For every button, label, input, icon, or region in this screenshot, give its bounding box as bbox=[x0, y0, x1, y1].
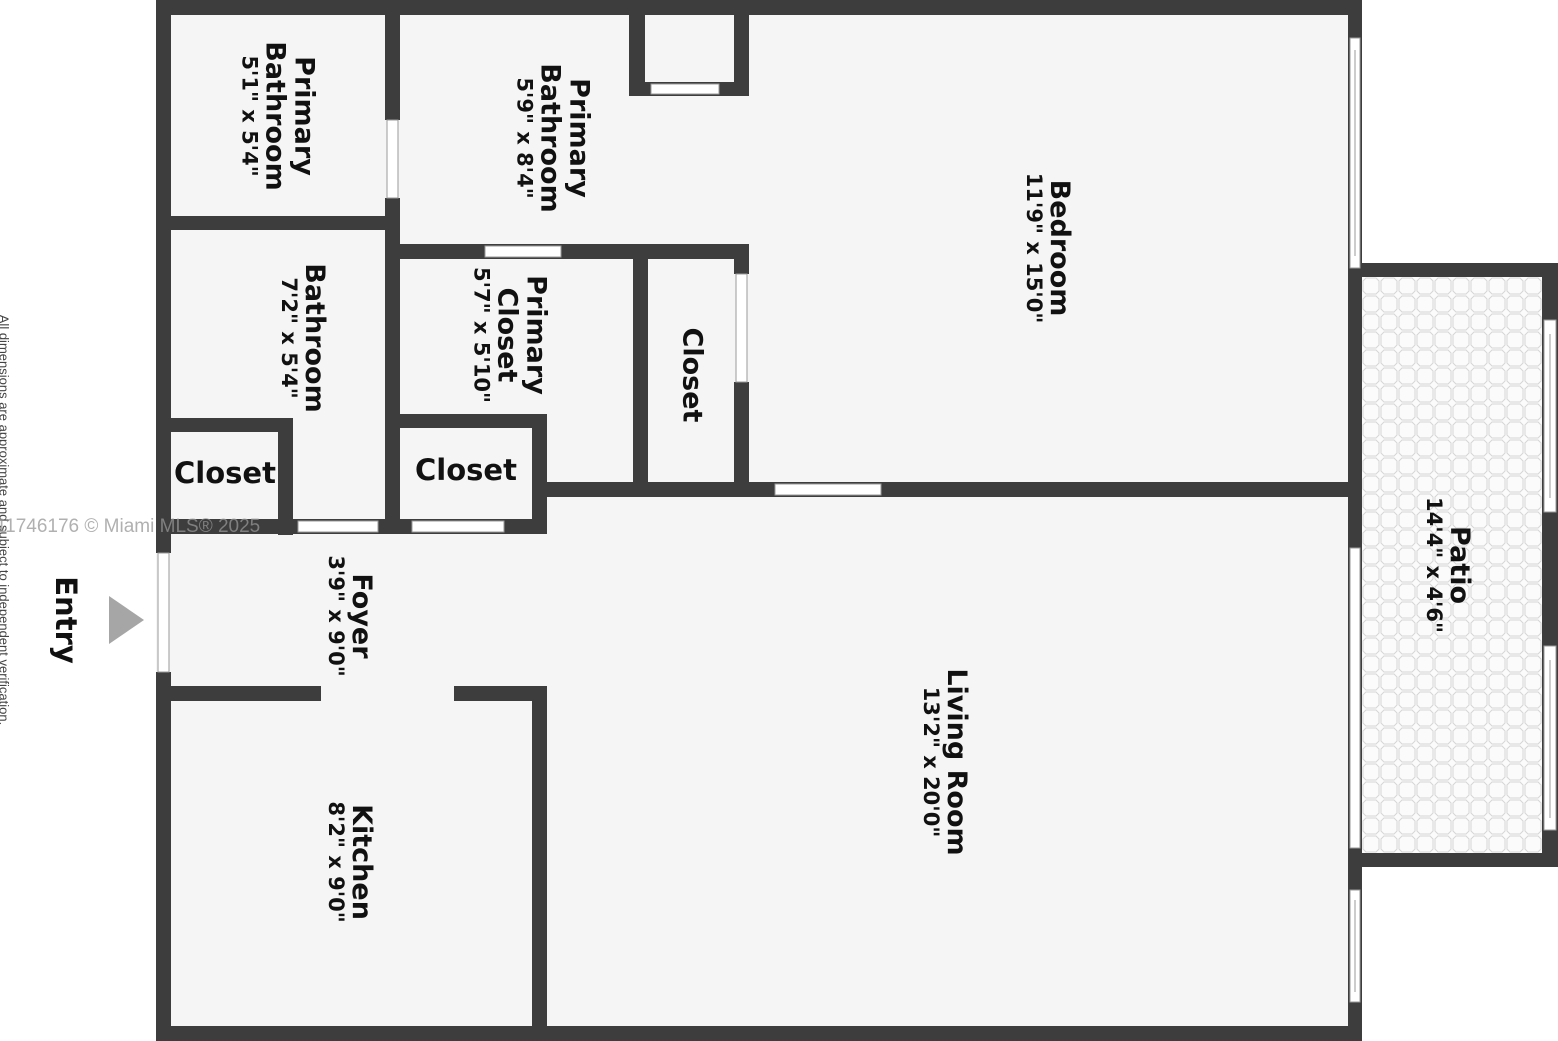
windows bbox=[1349, 37, 1557, 1003]
room-name: Foyer bbox=[345, 573, 377, 659]
room-dims: 8'2" x 9'0" bbox=[323, 801, 348, 923]
room-name: Bedroom bbox=[1043, 179, 1075, 317]
room-label-kitchen: Kitchen 8'2" x 9'0" bbox=[323, 801, 377, 923]
room-dims: 5'7" x 5'10" bbox=[469, 267, 494, 403]
room-name: Patio bbox=[1443, 526, 1475, 604]
room-label-bathroom: Bathroom 7'2" x 5'4" bbox=[276, 263, 330, 413]
entry-label: Entry bbox=[49, 576, 83, 664]
room-dims: 14'4" x 4'6" bbox=[1421, 497, 1446, 633]
entry-arrow-icon bbox=[109, 596, 144, 644]
room-label-closet-mid: Closet bbox=[415, 453, 517, 487]
room-label-primary-bathroom-large: Primary Bathroom 5'9" x 8'4" bbox=[512, 58, 595, 218]
room-name: Primary Closet bbox=[491, 275, 552, 395]
room-name: Primary Bathroom bbox=[534, 63, 595, 213]
room-dims: 5'9" x 8'4" bbox=[512, 77, 537, 199]
room-dims: 3'9" x 9'0" bbox=[323, 555, 348, 677]
room-name: Closet bbox=[676, 327, 708, 423]
room-label-closet-vertical: Closet bbox=[676, 327, 708, 423]
room-dims: 13'2" x 20'0" bbox=[918, 686, 943, 838]
room-name: Kitchen bbox=[345, 804, 377, 920]
room-name: Primary Bathroom bbox=[259, 41, 320, 191]
watermark-text: 11746176 © Miami MLS® 2025 bbox=[0, 516, 261, 537]
room-name: Living Room bbox=[940, 668, 972, 856]
room-label-bedroom: Bedroom 11'9" x 15'0" bbox=[1021, 172, 1075, 324]
room-label-primary-bathroom-small: Primary Bathroom 5'1" x 5'4" bbox=[237, 36, 320, 196]
room-dims: 11'9" x 15'0" bbox=[1021, 172, 1046, 324]
room-label-foyer: Foyer 3'9" x 9'0" bbox=[323, 555, 377, 677]
room-dims: 7'2" x 5'4" bbox=[276, 277, 301, 399]
openings bbox=[157, 83, 882, 673]
room-label-primary-closet: Primary Closet 5'7" x 5'10" bbox=[469, 265, 552, 405]
room-label-closet-left: Closet bbox=[174, 456, 276, 490]
patio-floor bbox=[1362, 277, 1542, 853]
room-dims: 5'1" x 5'4" bbox=[237, 55, 262, 177]
room-label-living-room: Living Room 13'2" x 20'0" bbox=[918, 668, 972, 856]
room-label-patio: Patio 14'4" x 4'6" bbox=[1421, 497, 1475, 633]
room-name: Bathroom bbox=[298, 263, 330, 413]
